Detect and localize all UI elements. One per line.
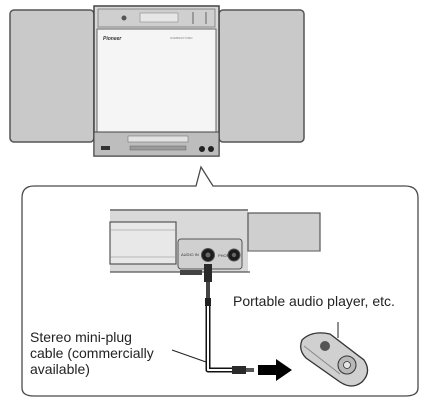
right-speaker: [218, 9, 305, 143]
cable-label-line2: cable (commercially: [30, 345, 154, 361]
stereo-mini-plug-cable: [204, 264, 254, 374]
cd-door-text: COMPACT DISC: [170, 36, 194, 40]
mini-component-system: Pioneer COMPACT DISC: [9, 5, 305, 157]
headphone-symbol: PHONES: [218, 253, 235, 258]
audio-in-label: AUDIO IN: [181, 252, 199, 257]
cd-door: [96, 28, 217, 133]
speaker-edge: [247, 212, 321, 252]
phones-jack-small: [208, 146, 214, 152]
portable-audio-player: [300, 332, 369, 387]
front-buttons: [129, 145, 187, 151]
cable-label-line3: available): [30, 361, 90, 377]
plug-end: [232, 366, 246, 374]
plug-tip-top: [204, 264, 212, 282]
power-indicator: [121, 15, 127, 21]
player-label: Portable audio player, etc.: [233, 293, 395, 309]
left-speaker: [9, 9, 95, 143]
front-panel: [93, 131, 220, 157]
cable-label-line1: Stereo mini-plug: [30, 329, 132, 345]
tray: [109, 221, 177, 265]
cd-slot: [127, 135, 189, 143]
brand-logo: Pioneer: [103, 36, 122, 42]
zoomed-front-panel: AUDIO IN PHONES: [109, 209, 321, 275]
cable-leader-line: [171, 349, 207, 363]
usb-port: [101, 146, 110, 150]
display-window: [139, 12, 179, 23]
audio-in-jack-small: [199, 146, 205, 152]
connect-arrow: [258, 359, 292, 381]
